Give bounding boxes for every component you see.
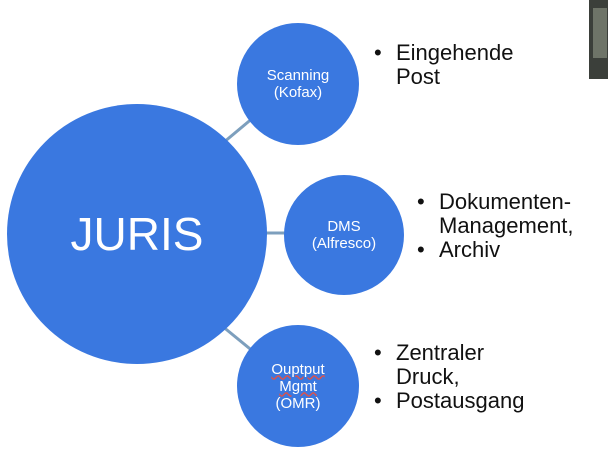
node-scanning-line1: Scanning: [266, 67, 330, 84]
photo-thumbnail: [589, 0, 608, 79]
node-output-line1: Ouptput: [271, 360, 325, 378]
node-dms-line1: DMS: [327, 218, 361, 235]
photo-detail: [593, 8, 607, 58]
node-output-line3: (OMR): [275, 394, 321, 412]
center-node-label: JURIS: [70, 208, 204, 260]
node-scanning-line2: (Kofax): [273, 84, 323, 101]
node-scanning: Scanning (Kofax): [237, 23, 359, 145]
center-node-juris: JURIS: [7, 104, 267, 364]
dms-bullet-1: Dokumenten-Management,: [415, 190, 574, 238]
node-output: Ouptput Mgmt (OMR): [237, 325, 359, 447]
dms-bullet-2: Archiv: [415, 238, 574, 263]
dms-bullets: Dokumenten-Management, Archiv: [415, 190, 574, 263]
node-dms: DMS (Alfresco): [284, 175, 404, 295]
node-dms-line2: (Alfresco): [311, 235, 377, 252]
output-bullet-2: Postausgang: [372, 389, 524, 414]
node-output-line2: Mgmt: [279, 377, 317, 395]
